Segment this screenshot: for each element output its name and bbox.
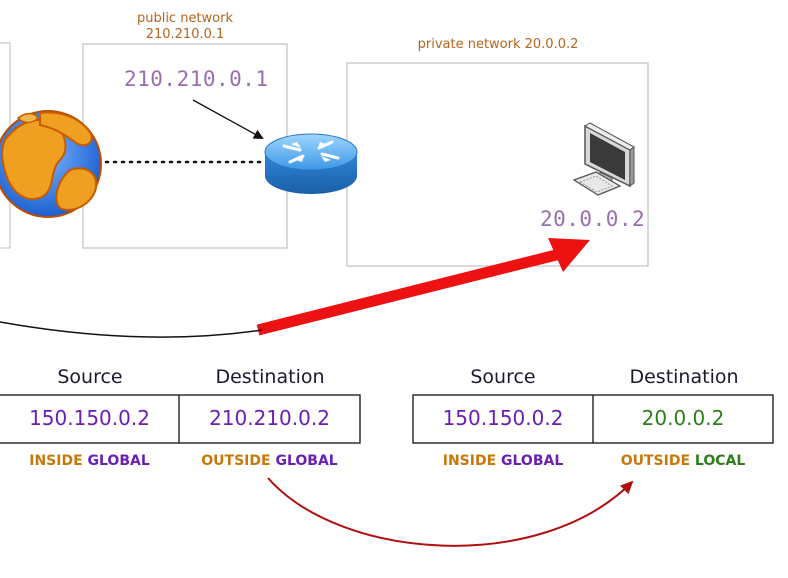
table-right-source-value: 150.150.0.2 — [442, 406, 564, 430]
table-left-destination-tag: OUTSIDE GLOBAL — [179, 453, 360, 469]
table-left-source-header: Source — [57, 366, 123, 388]
public-network-caption-line1: public network — [136, 11, 234, 26]
translation-arrow — [267, 477, 634, 547]
private-network-caption: private network 20.0.0.2 — [417, 37, 579, 52]
tag-global: GLOBAL — [87, 453, 150, 469]
router-pointer-arrow — [192, 99, 264, 139]
red-arrow-head — [548, 238, 590, 272]
router-ip-label: 210.210.0.1 — [124, 67, 269, 91]
table-left-source-tag: INSIDE GLOBAL — [0, 453, 179, 469]
table-left-destination-value: 210.210.0.2 — [209, 406, 330, 430]
tag-inside: INSIDE — [442, 453, 497, 469]
incoming-curve — [0, 321, 263, 338]
table-right-destination-value: 20.0.0.2 — [641, 406, 725, 430]
table-right-destination-header: Destination — [629, 366, 739, 388]
globe-icon — [0, 110, 102, 218]
public-network-caption: public network 210.210.0.1 — [120, 11, 250, 43]
tag-global: GLOBAL — [275, 453, 338, 469]
table-right-grid — [412, 394, 774, 444]
tag-local: LOCAL — [694, 453, 746, 469]
table-right-source-header: Source — [470, 366, 536, 388]
tag-global: GLOBAL — [501, 453, 564, 469]
table-left-destination-header: Destination — [215, 366, 325, 388]
table-left-source-value: 150.150.0.2 — [29, 406, 150, 430]
table-left-grid — [0, 394, 361, 444]
table-right-source-tag: INSIDE GLOBAL — [413, 453, 593, 469]
public-network-caption-line2: 210.210.0.1 — [145, 27, 225, 42]
tag-outside: OUTSIDE — [201, 453, 271, 469]
host-ip-label: 20.0.0.2 — [540, 207, 646, 231]
tag-inside: INSIDE — [29, 453, 83, 469]
tag-outside: OUTSIDE — [620, 453, 691, 469]
table-right-destination-tag: OUTSIDE LOCAL — [593, 453, 773, 469]
desktop-computer-icon — [572, 122, 635, 196]
router-icon — [264, 133, 358, 194]
red-traffic-arrow — [256, 248, 562, 336]
